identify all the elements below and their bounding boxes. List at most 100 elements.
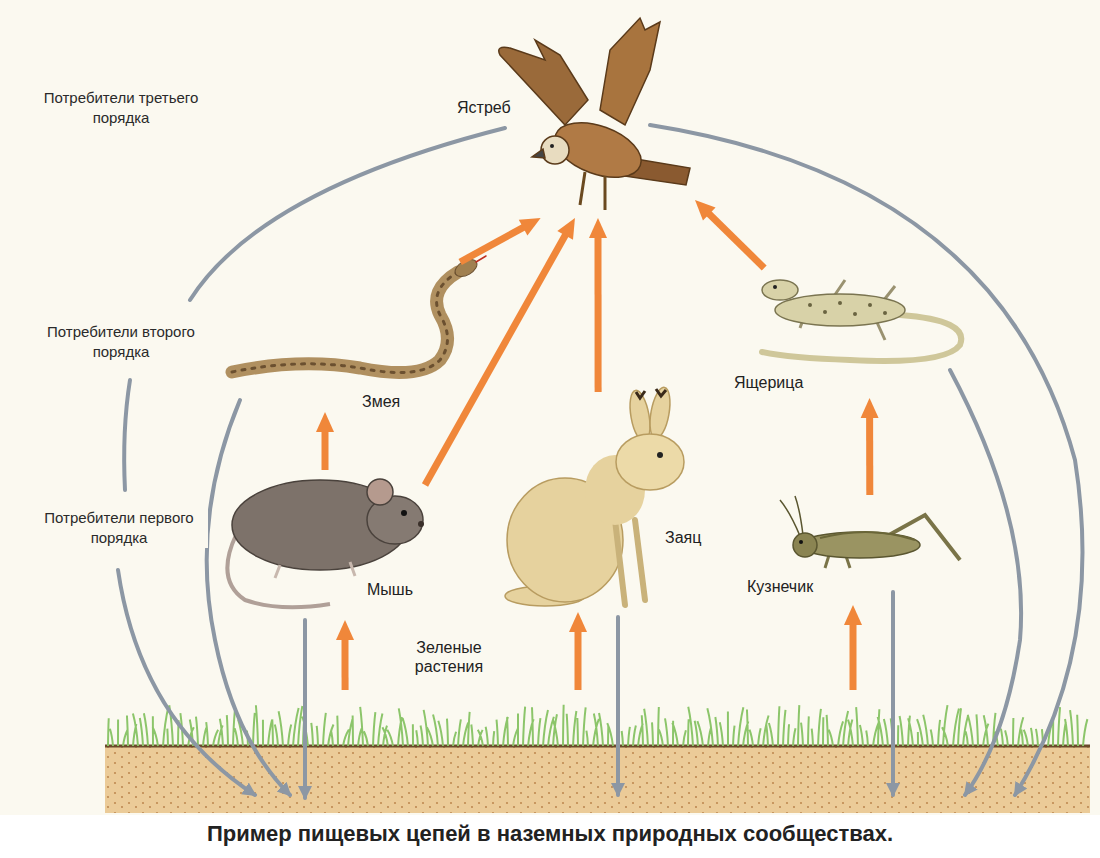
food-arrow	[316, 412, 334, 470]
lizard-illustration-part	[773, 285, 777, 289]
organism-node: Ящерица	[725, 268, 970, 398]
snake-illustration	[232, 256, 486, 373]
grasshopper-illustration-part	[820, 532, 915, 540]
organism-node: Кузнечик	[740, 495, 960, 605]
lizard-illustration-part	[775, 294, 905, 326]
hare-illustration-part	[616, 434, 684, 490]
decomposition-arrows-part	[616, 617, 620, 795]
hare-illustration-part	[636, 389, 666, 398]
arrow-head	[589, 218, 607, 238]
lizard-illustration-part-part	[808, 303, 812, 307]
mouse-illustration-part	[275, 562, 355, 578]
arrow-shaft	[849, 621, 856, 690]
organism-name: Мышь	[365, 580, 415, 599]
food-arrow	[336, 620, 354, 690]
arrow-head	[316, 412, 334, 432]
snake-illustration-part	[232, 272, 458, 373]
food-arrow	[425, 218, 575, 485]
organism-name: Зеленые растения	[395, 638, 503, 676]
arrow-shaft	[866, 414, 873, 495]
hawk-illustration-part	[600, 18, 660, 125]
lizard-illustration-part-part	[853, 312, 857, 316]
lizard-illustration-part-part	[868, 303, 872, 307]
decomposition-arrows-part	[303, 620, 307, 798]
decomposition-arrows	[118, 125, 1083, 798]
hawk-illustration	[499, 18, 690, 210]
decomposition-arrows-part	[207, 400, 290, 795]
organism-node: Ястреб	[450, 18, 695, 218]
mouse-illustration-part	[367, 479, 393, 505]
grasshopper-illustration-part	[799, 540, 803, 544]
snake-illustration-part	[232, 272, 458, 373]
figure-caption: Пример пищевых цепей в наземных природны…	[0, 816, 1100, 858]
arrow-shaft	[322, 428, 329, 470]
organism-node: Заяц	[500, 392, 725, 612]
arrow-shaft	[460, 226, 526, 262]
arrow-shaft	[706, 211, 764, 268]
arrow-head	[557, 218, 575, 240]
grasshopper-illustration-part	[780, 496, 803, 536]
hawk-illustration-part	[499, 40, 588, 125]
arrow-head	[695, 200, 716, 220]
lizard-illustration-part	[808, 301, 887, 316]
arrow-shaft	[594, 234, 601, 392]
decomposition-arrows-part	[650, 125, 1083, 795]
arrow-head	[844, 605, 862, 625]
organism-name: Ящерица	[732, 373, 805, 392]
organism-name: Змея	[360, 392, 402, 411]
hawk-illustration-part	[580, 172, 605, 210]
level-label: Потребители первого порядка	[30, 508, 208, 548]
arrow-shaft	[425, 232, 567, 485]
hare-illustration	[505, 386, 684, 606]
food-arrow	[460, 218, 540, 262]
level-label: Потребители второго порядка	[32, 322, 210, 362]
mouse-illustration	[227, 479, 424, 607]
hawk-illustration-part	[541, 136, 569, 164]
organism-node: Зеленые растения	[105, 690, 1090, 746]
decomposition-arrows-part	[891, 592, 895, 795]
hare-illustration-part	[615, 520, 645, 605]
soil-part	[105, 745, 1090, 813]
arrow-head	[569, 612, 587, 632]
arrow-head	[336, 620, 354, 640]
food-arrow	[589, 218, 607, 392]
lizard-illustration-part	[762, 280, 798, 300]
arrow-head	[861, 398, 879, 418]
organism-node: Змея	[225, 262, 465, 412]
organism-name: Кузнечик	[745, 577, 815, 596]
arrow-shaft	[574, 628, 581, 690]
organism-name: Ястреб	[455, 98, 513, 117]
lizard-illustration-part-part	[838, 301, 842, 305]
lizard-illustration-part-part	[883, 311, 887, 315]
level-label: Потребители третьего порядка	[32, 88, 210, 128]
food-arrow	[861, 398, 879, 495]
grasshopper-illustration	[780, 496, 960, 568]
decomposition-arrows-part	[190, 128, 505, 300]
snake-illustration-part	[476, 256, 486, 262]
food-arrow	[844, 605, 862, 690]
hare-illustration-part	[657, 452, 663, 458]
arrow-shaft	[342, 636, 349, 690]
decomposition-arrows-part	[950, 370, 1021, 795]
mouse-illustration-part	[418, 521, 424, 527]
lizard-illustration-part-part	[823, 310, 827, 314]
grasshopper-illustration-part	[800, 532, 920, 558]
decomposition-arrows-part	[118, 570, 255, 795]
arrow-head	[519, 218, 541, 235]
caption-ground	[0, 815, 1100, 858]
food-arrow	[695, 200, 764, 268]
food-arrow	[569, 612, 587, 690]
hawk-illustration-part	[550, 144, 554, 148]
organism-node: Мышь	[225, 470, 425, 620]
grasshopper-illustration-part	[793, 533, 817, 557]
soil	[105, 745, 1090, 813]
organism-name: Заяц	[663, 528, 703, 547]
decomposition-arrows-part	[124, 380, 130, 490]
hawk-illustration-part	[532, 149, 545, 158]
mouse-illustration-part	[401, 510, 407, 516]
lizard-illustration	[762, 280, 961, 361]
